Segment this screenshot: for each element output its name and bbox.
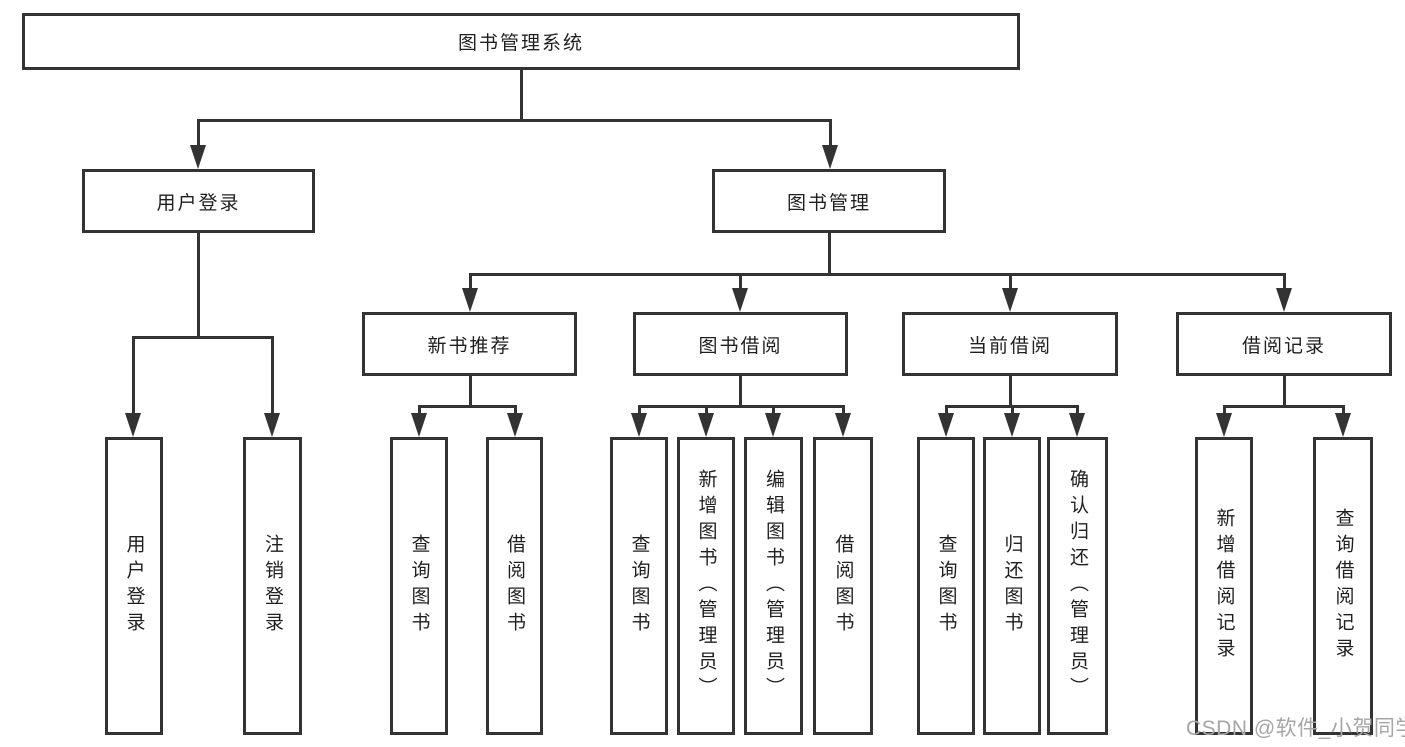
leaf-add-book-admin: 新增图书（管理员） bbox=[677, 437, 735, 735]
connector-user-login-stem bbox=[197, 233, 200, 339]
leaf-query-borrow-record-label: 查询借阅记录 bbox=[1332, 508, 1354, 664]
node-borrow-records: 借阅记录 bbox=[1176, 312, 1392, 376]
leaf-add-borrow-record-label: 新增借阅记录 bbox=[1213, 508, 1235, 664]
node-book-management: 图书管理 bbox=[712, 169, 946, 233]
leaf-borrow-books-label: 借阅图书 bbox=[832, 534, 854, 638]
node-book-management-label: 图书管理 bbox=[786, 192, 871, 214]
node-root-label: 图书管理系统 bbox=[457, 33, 584, 54]
node-current-borrow-label: 当前借阅 bbox=[967, 335, 1052, 357]
connector-new-book-stem bbox=[469, 376, 472, 408]
leaf-add-book-admin-label: 新增图书（管理员） bbox=[695, 469, 717, 703]
leaf-query-books-recommend-label: 查询图书 bbox=[408, 534, 430, 638]
leaf-logout-label: 注销登录 bbox=[262, 534, 283, 638]
leaf-query-books-current: 查询图书 bbox=[917, 437, 975, 735]
leaf-query-books-current-label: 查询图书 bbox=[935, 534, 957, 638]
leaf-add-borrow-record: 新增借阅记录 bbox=[1195, 437, 1253, 735]
connector-root-rail bbox=[198, 119, 831, 122]
leaf-return-book-label: 归还图书 bbox=[1001, 534, 1023, 638]
connector-book-management-rail bbox=[469, 273, 1286, 276]
arrow-down-leaf bbox=[1004, 405, 1020, 437]
arrow-down-to-user-login bbox=[190, 119, 206, 169]
leaf-query-books-recommend: 查询图书 bbox=[390, 437, 448, 735]
connector-new-book-rail bbox=[418, 405, 517, 408]
connector-root-stem bbox=[520, 70, 523, 122]
connector-user-login-rail bbox=[132, 336, 274, 339]
arrow-down-leaf bbox=[507, 405, 523, 437]
node-new-book-recommend: 新书推荐 bbox=[362, 312, 577, 376]
leaf-user-login-label: 用户登录 bbox=[123, 534, 145, 638]
connector-book-borrow-rail bbox=[638, 405, 845, 408]
arrow-down-to-current-borrow bbox=[1002, 273, 1018, 312]
connector-borrow-records-stem bbox=[1283, 376, 1286, 408]
leaf-query-borrow-record: 查询借阅记录 bbox=[1313, 437, 1373, 735]
node-new-book-recommend-label: 新书推荐 bbox=[427, 335, 512, 357]
leaf-query-books-borrow-label: 查询图书 bbox=[628, 534, 650, 638]
leaf-user-login: 用户登录 bbox=[105, 437, 163, 735]
arrow-down-to-login-leaf bbox=[125, 336, 141, 437]
arrow-down-leaf bbox=[698, 405, 714, 437]
arrow-down-to-new-book-recommend bbox=[462, 273, 478, 312]
node-book-borrow-label: 图书借阅 bbox=[698, 335, 783, 357]
connector-current-borrow-stem bbox=[1009, 376, 1012, 408]
node-book-borrow: 图书借阅 bbox=[633, 312, 848, 376]
arrow-down-to-borrow-records bbox=[1276, 273, 1292, 312]
leaf-borrow-books: 借阅图书 bbox=[813, 437, 873, 735]
arrow-down-leaf bbox=[1216, 405, 1232, 437]
arrow-down-leaf bbox=[411, 405, 427, 437]
leaf-query-books-borrow: 查询图书 bbox=[610, 437, 668, 735]
leaf-edit-book-admin: 编辑图书（管理员） bbox=[744, 437, 803, 735]
leaf-confirm-return-admin: 确认归还（管理员） bbox=[1047, 437, 1108, 735]
arrow-down-leaf bbox=[765, 405, 781, 437]
arrow-down-to-book-borrow bbox=[732, 273, 748, 312]
arrow-down-to-book-management bbox=[822, 119, 838, 169]
arrow-down-leaf bbox=[1335, 405, 1351, 437]
node-user-login-label: 用户登录 bbox=[156, 192, 241, 214]
connector-book-borrow-stem bbox=[739, 376, 742, 408]
node-current-borrow: 当前借阅 bbox=[902, 312, 1118, 376]
arrow-down-to-logout-leaf bbox=[264, 336, 280, 437]
arrow-down-leaf bbox=[631, 405, 647, 437]
node-user-login: 用户登录 bbox=[82, 169, 315, 233]
leaf-confirm-return-admin-label: 确认归还（管理员） bbox=[1067, 469, 1088, 703]
csdn-watermark: CSDN @软件_小贺同学 bbox=[1186, 717, 1405, 740]
leaf-logout: 注销登录 bbox=[243, 437, 302, 735]
arrow-down-leaf bbox=[938, 405, 954, 437]
leaf-edit-book-admin-label: 编辑图书（管理员） bbox=[763, 469, 784, 703]
arrow-down-leaf bbox=[1069, 405, 1085, 437]
leaf-borrow-books-recommend: 借阅图书 bbox=[486, 437, 543, 735]
node-borrow-records-label: 借阅记录 bbox=[1241, 335, 1326, 357]
node-root: 图书管理系统 bbox=[22, 13, 1020, 70]
leaf-return-book: 归还图书 bbox=[983, 437, 1041, 735]
connector-borrow-records-rail bbox=[1223, 405, 1345, 408]
connector-book-management-stem bbox=[828, 233, 831, 276]
leaf-borrow-books-recommend-label: 借阅图书 bbox=[504, 534, 525, 638]
arrow-down-leaf bbox=[835, 405, 851, 437]
